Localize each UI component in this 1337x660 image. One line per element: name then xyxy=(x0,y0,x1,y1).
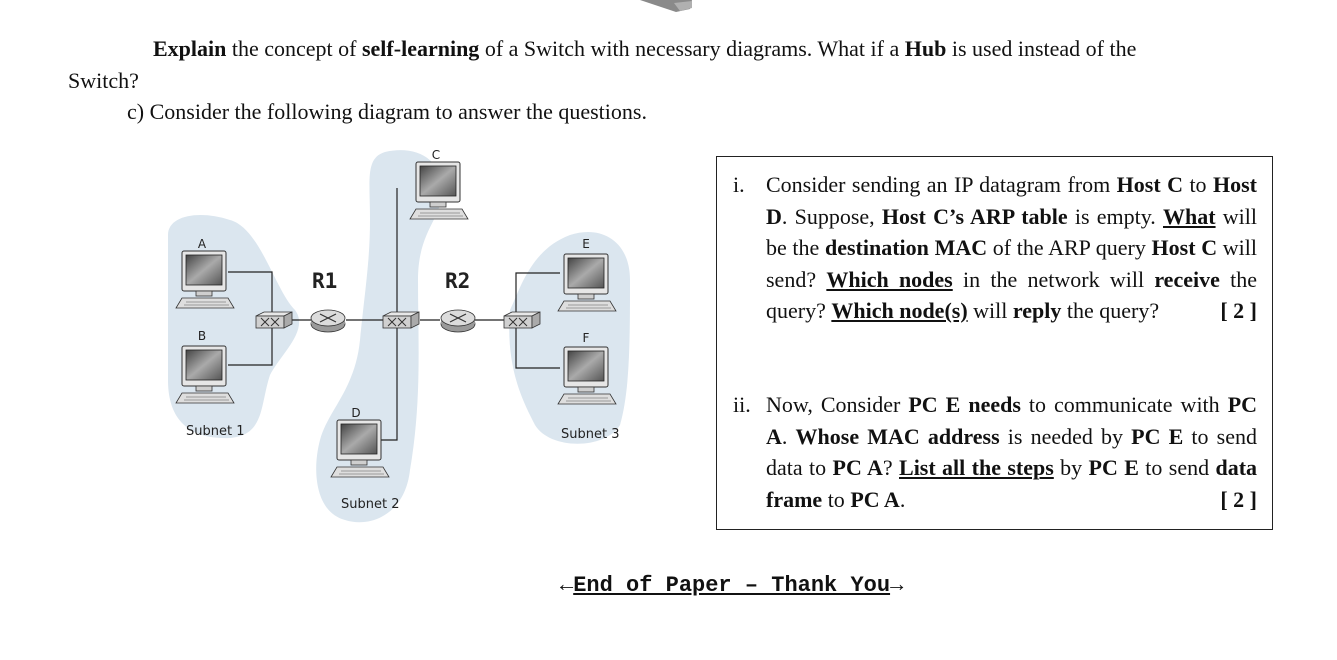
label-subnet-3: Subnet 3 xyxy=(561,427,619,442)
label-host-b: B xyxy=(198,329,206,343)
switch-subnet2-icon xyxy=(382,311,420,329)
host-f-computer-icon xyxy=(557,346,617,405)
label-host-a: A xyxy=(198,237,207,251)
question-b-text-cont: Switch? xyxy=(68,68,139,93)
host-d-computer-icon xyxy=(330,419,390,478)
question-i-marks: [ 2 ] xyxy=(1220,298,1257,323)
question-b-text: Explain the concept of self-learning of … xyxy=(153,36,1137,61)
label-host-d: D xyxy=(351,406,360,420)
host-a-computer-icon xyxy=(175,250,235,309)
question-ii-text: Now, Consider PC E needs to communicate … xyxy=(766,389,1257,515)
label-host-f: F xyxy=(583,331,590,345)
host-c-computer-icon xyxy=(409,161,469,220)
host-b-computer-icon xyxy=(175,345,235,404)
questions-box: i. Consider sending an IP datagram from … xyxy=(716,156,1273,530)
switch-subnet1-icon xyxy=(255,311,293,329)
question-i-text: Consider sending an IP datagram from Hos… xyxy=(766,169,1257,327)
label-host-e: E xyxy=(582,237,590,251)
page-top-graphic-fragment xyxy=(640,0,692,12)
network-diagram: A B C D E F Subnet 1 Subnet 2 Subnet 3 R… xyxy=(168,148,630,523)
footer-text: End of Paper – Thank You xyxy=(573,573,891,598)
right-arrow-icon: → xyxy=(890,573,904,598)
label-router-r2: R2 xyxy=(445,269,470,293)
label-host-c: C xyxy=(432,148,440,162)
label-subnet-1: Subnet 1 xyxy=(186,424,244,439)
question-c-heading: c) Consider the following diagram to ans… xyxy=(127,99,647,124)
router-r2-icon xyxy=(440,309,476,333)
left-arrow-icon: ← xyxy=(560,573,574,598)
question-ii-number: ii. xyxy=(733,392,751,417)
switch-subnet3-icon xyxy=(503,311,541,329)
host-e-computer-icon xyxy=(557,253,617,312)
end-of-paper-footer: ←End of Paper – Thank You→ xyxy=(560,573,903,598)
question-ii-marks: [ 2 ] xyxy=(1220,486,1257,512)
question-i-number: i. xyxy=(733,172,745,197)
label-subnet-2: Subnet 2 xyxy=(341,497,399,512)
router-r1-icon xyxy=(310,309,346,333)
label-router-r1: R1 xyxy=(312,269,337,293)
